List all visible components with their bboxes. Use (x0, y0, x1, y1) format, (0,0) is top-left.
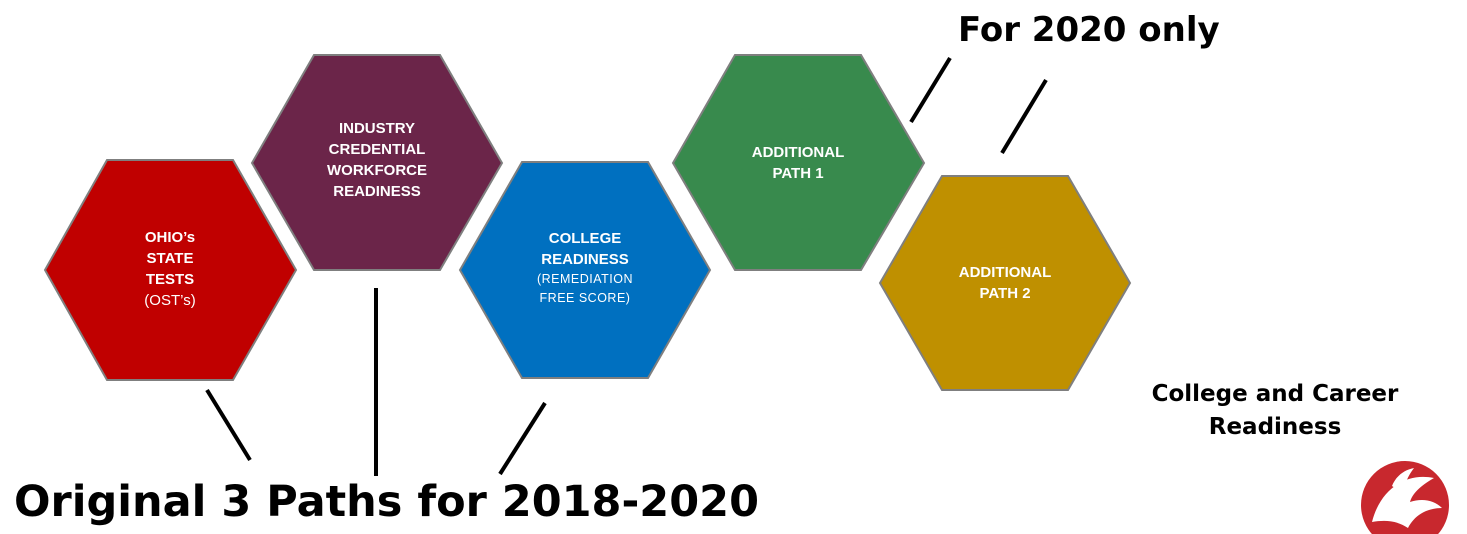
hexagon-label-line: ADDITIONAL (751, 144, 845, 161)
hexagon-label-line: FREE SCORE) (539, 291, 631, 305)
hexagon-additional-path-2 (878, 175, 1132, 391)
hexagon-college-readiness (458, 161, 712, 379)
hexagon-industry-credential (250, 54, 504, 271)
hexagon-label-line: INDUSTRY (338, 120, 416, 137)
hexagon-label-line: OHIO’s (144, 229, 196, 246)
for-2020-only-title: For 2020 only (958, 10, 1220, 50)
hexagon-label-path2: ADDITIONAL PATH 2 (942, 262, 1068, 304)
hexagon-label-industry: INDUSTRY CREDENTIAL WORKFORCE READINESS (314, 118, 440, 202)
hexagon-label-path1: ADDITIONAL PATH 1 (735, 142, 861, 184)
hexagon-label-line: ADDITIONAL (958, 264, 1052, 281)
hexagon-label-line: READINESS (333, 183, 421, 200)
hexagon-label-line: WORKFORCE (327, 162, 427, 179)
connector-line-college (498, 401, 547, 476)
hexagon-label-line: TESTS (145, 271, 195, 288)
college-career-readiness-caption: College and Career Readiness (1090, 378, 1460, 444)
hexagon-ohio-state-tests (43, 159, 298, 381)
cardinal-logo-icon (1361, 461, 1449, 534)
hexagon-label-line: (OST’s) (144, 292, 196, 309)
caption-line-1: College and Career (1151, 381, 1399, 407)
hexagon-label-line: PATH 2 (979, 285, 1031, 302)
hexagon-label-line: CREDENTIAL (328, 141, 426, 158)
hexagon-label-line: READINESS (541, 251, 629, 268)
hexagon-additional-path-1 (671, 54, 926, 271)
connector-line-path1 (909, 56, 952, 124)
original-paths-title: Original 3 Paths for 2018-2020 (14, 477, 759, 527)
hexagon-label-line: COLLEGE (548, 230, 622, 247)
caption-line-2: Readiness (1208, 414, 1342, 440)
connector-line-path2 (1000, 78, 1048, 155)
hexagon-label-line: (REMEDIATION (536, 272, 634, 286)
connector-line-ohio (205, 388, 252, 462)
hexagon-label-line: STATE (146, 250, 194, 267)
hexagon-label-college: COLLEGE READINESS (REMEDIATION FREE SCORE) (500, 228, 670, 308)
hexagon-label-line: PATH 1 (772, 165, 824, 182)
